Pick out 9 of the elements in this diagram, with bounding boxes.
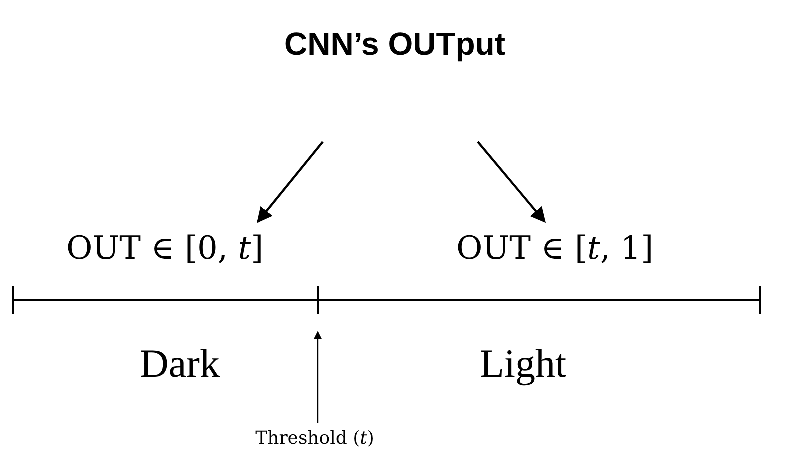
range-label: OUT ∈ [t, 1] [405, 222, 705, 274]
title: CNN’s OUTput [283, 26, 506, 63]
threshold-label: Threshold (t) [220, 423, 410, 453]
arrow [477, 141, 546, 224]
arrow [257, 141, 324, 224]
leader-line [314, 331, 322, 423]
range-label: OUT ∈ [0, t] [20, 222, 310, 274]
region-label: Light [480, 340, 567, 387]
region-label: Dark [140, 340, 220, 387]
